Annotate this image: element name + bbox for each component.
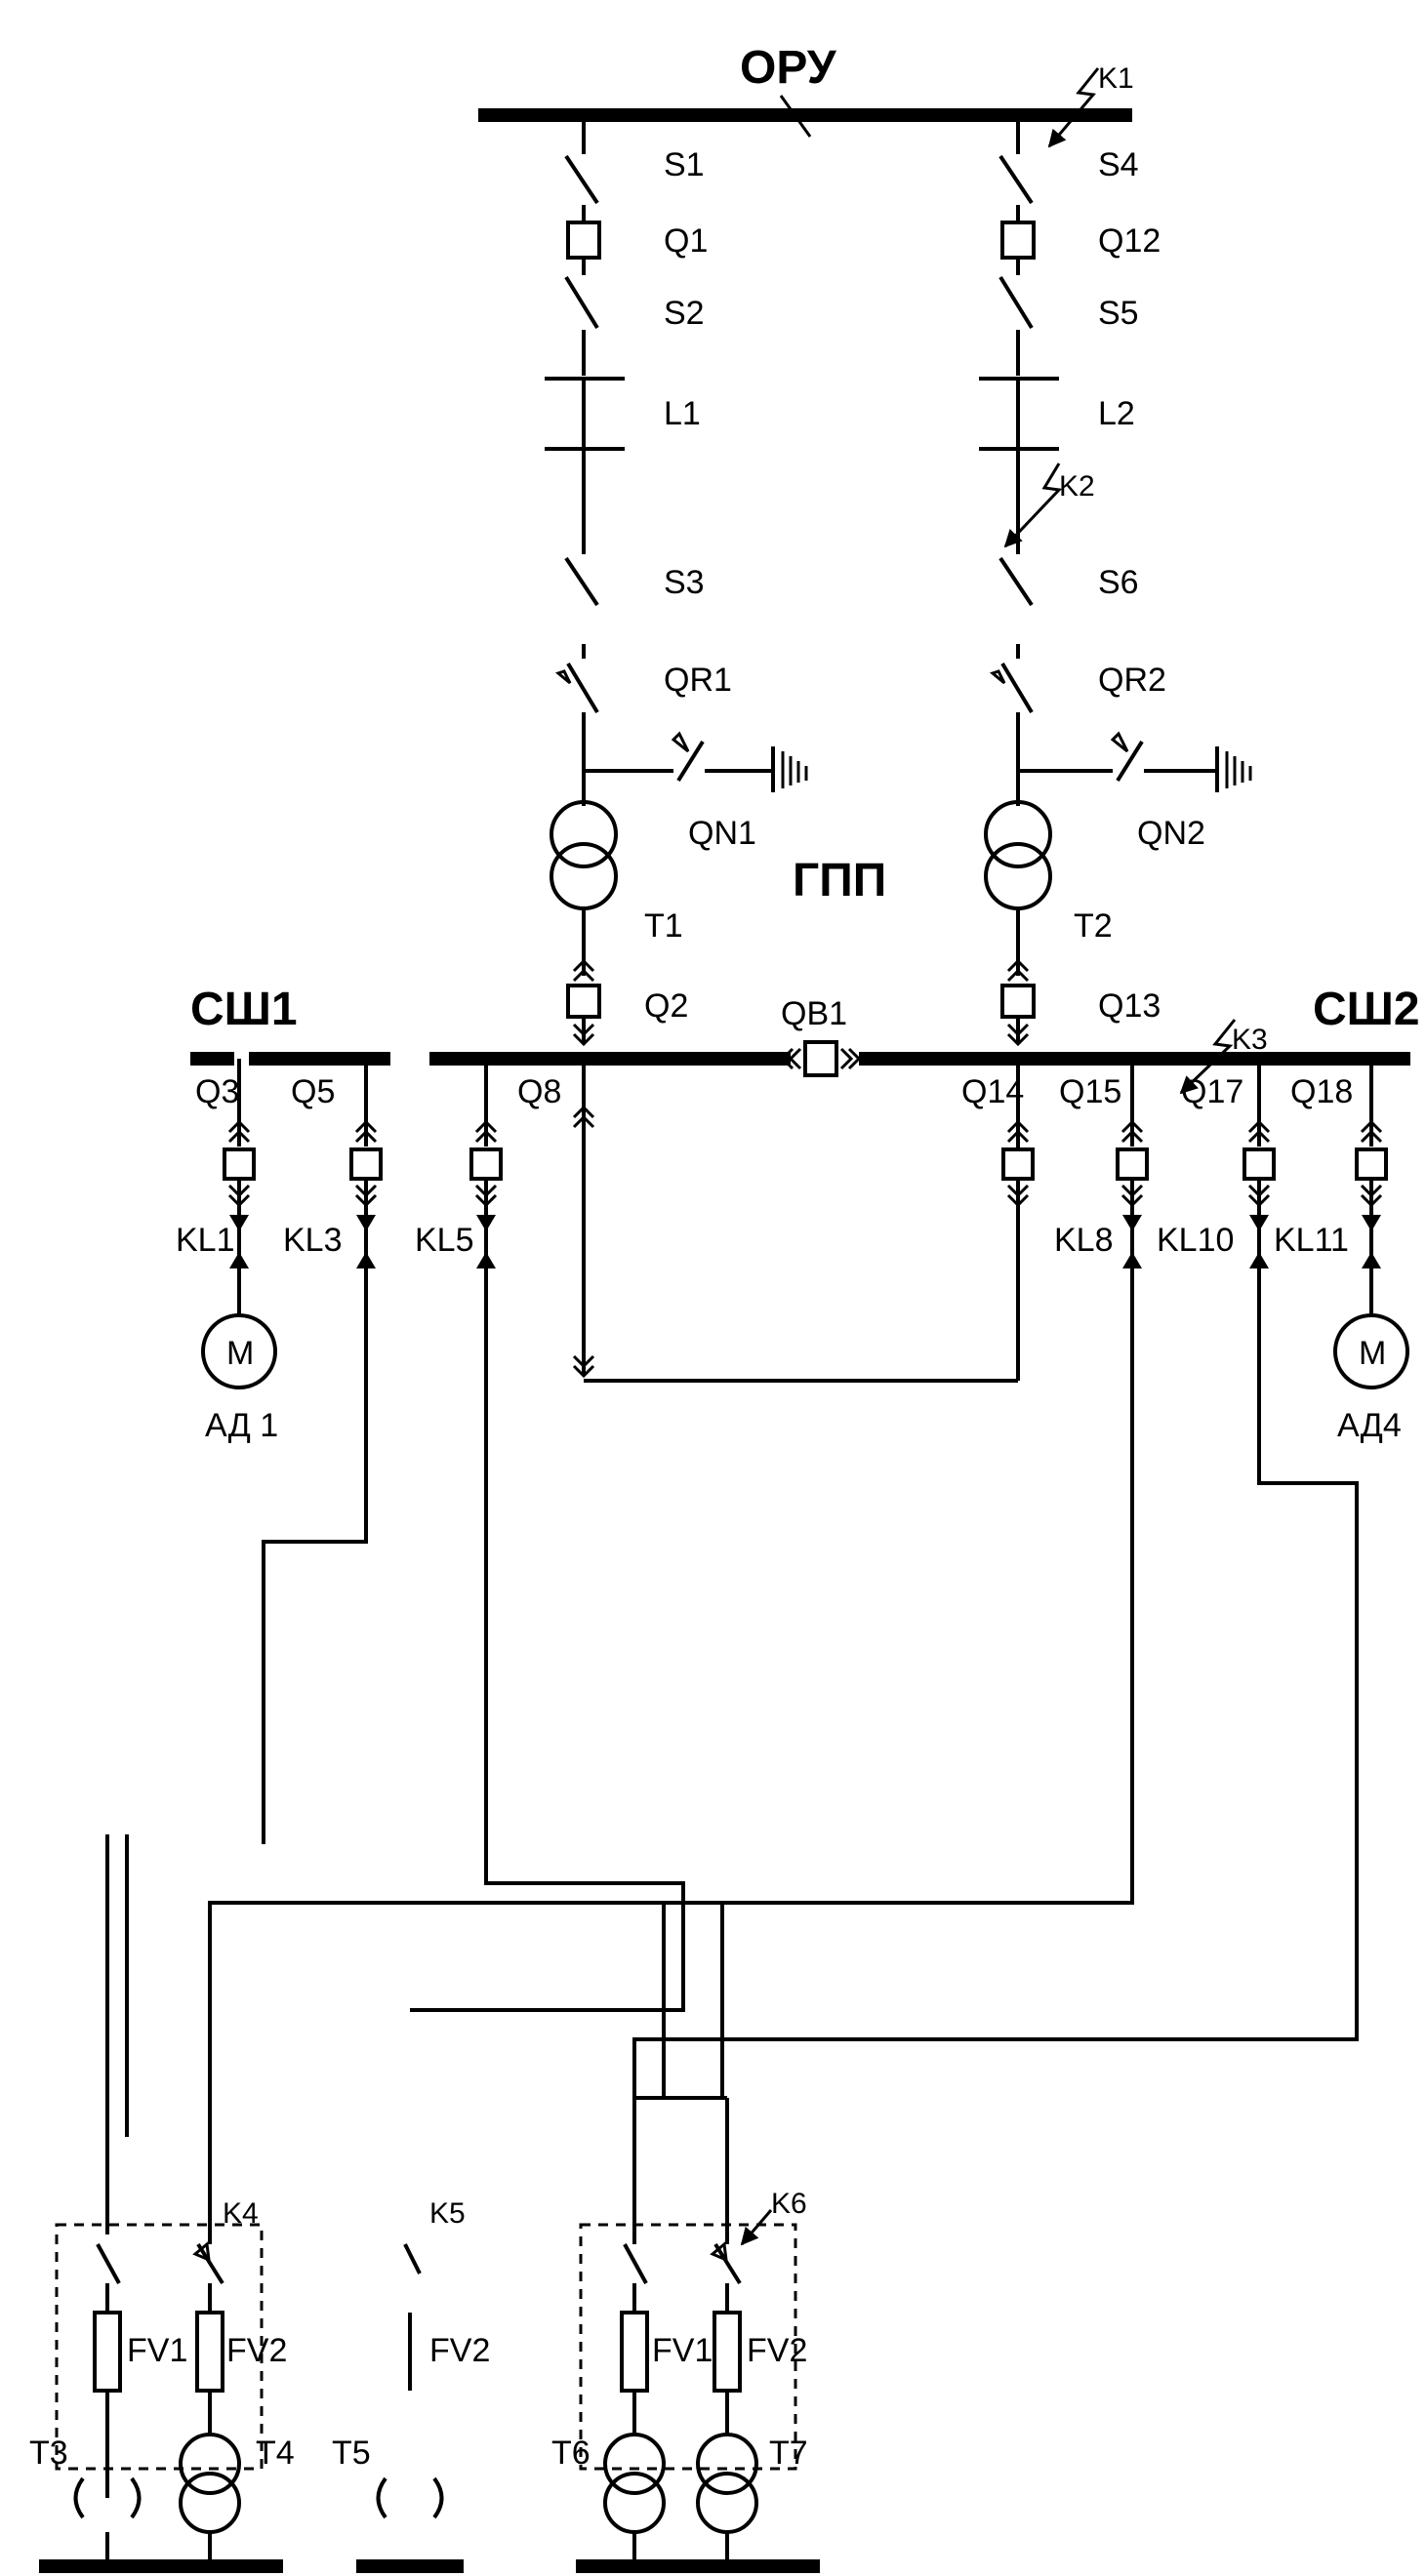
fv1-left-label: FV1	[127, 2332, 187, 2369]
sh1-label: СШ1	[190, 984, 298, 1035]
fault-k4-label: K4	[223, 2197, 259, 2230]
s6-label: S6	[1098, 564, 1139, 601]
feeder-q8	[410, 1059, 685, 2012]
oru-label: ОРУ	[740, 42, 837, 94]
feeder-q3	[201, 1059, 277, 1389]
left-supply-line	[545, 115, 808, 1046]
q17-label: Q17	[1181, 1073, 1243, 1110]
t4-label: T4	[256, 2435, 295, 2472]
m1-symbol: M	[226, 1335, 254, 1372]
kl11-label: KL11	[1274, 1222, 1349, 1259]
l1-label: L1	[664, 395, 701, 432]
switchgear-box-1	[55, 2223, 264, 2471]
fault-k6-marker	[740, 2209, 773, 2246]
kl3-label: KL3	[283, 1222, 343, 1259]
gpp-label: ГПП	[793, 855, 886, 906]
kl10-label: KL10	[1157, 1222, 1234, 1259]
fuse-cell-fv1-right	[603, 2176, 666, 2561]
fault-k5-label: K5	[429, 2197, 466, 2230]
fv2-right-label: FV2	[747, 2332, 807, 2369]
fault-k1-label: K1	[1098, 62, 1134, 95]
oru-bus-tick	[779, 95, 812, 138]
sh2-label: СШ2	[1313, 984, 1420, 1035]
q1-label: Q1	[664, 222, 708, 260]
fault-k3-label: K3	[1232, 1024, 1268, 1056]
t1-label: T1	[644, 907, 683, 945]
t7-label: T7	[769, 2435, 808, 2472]
kl1-label: KL1	[176, 1222, 235, 1259]
fault-k2-label: K2	[1059, 470, 1095, 503]
s2-label: S2	[664, 295, 705, 332]
m4-label: АД4	[1337, 1407, 1402, 1444]
t5-label: T5	[332, 2435, 371, 2472]
fault-k2-marker	[1003, 463, 1063, 548]
kl5-label: KL5	[415, 1222, 474, 1259]
qb1-label: QB1	[781, 995, 847, 1032]
fault-k6-label: K6	[771, 2188, 807, 2220]
feeder-q17	[632, 1059, 1359, 2176]
bus-loop-link	[572, 1066, 1020, 1383]
fuse-cell-fv1-left	[73, 1834, 142, 2561]
l2-label: L2	[1098, 395, 1135, 432]
feeder-q15	[208, 1059, 1149, 2176]
q8-label: Q8	[517, 1073, 561, 1110]
fuse-cell-fv2-left	[179, 2176, 241, 2561]
fv2-middle-label: FV2	[429, 2332, 490, 2369]
q12-label: Q12	[1098, 222, 1161, 260]
right-supply-line	[979, 115, 1252, 1046]
q18-label: Q18	[1290, 1073, 1353, 1110]
q14-label: Q14	[961, 1073, 1024, 1110]
q15-label: Q15	[1059, 1073, 1121, 1110]
cable-routes	[125, 1834, 724, 2137]
feeder-q5	[262, 1059, 383, 1844]
fault-k1-marker	[1047, 67, 1100, 148]
feeder-q18	[1333, 1059, 1409, 1389]
feeder-q14	[1001, 1120, 1035, 1207]
fuse-cell-fv2-middle	[376, 2243, 444, 2519]
q13-label: Q13	[1098, 987, 1161, 1025]
t3-label: T3	[29, 2435, 68, 2472]
fuse-cell-fv2-right	[634, 2096, 758, 2561]
fv2-left-label: FV2	[226, 2332, 287, 2369]
m1-label: АД 1	[205, 1407, 278, 1444]
kl8-label: KL8	[1054, 1222, 1114, 1259]
s4-label: S4	[1098, 146, 1139, 183]
fv1-right-label: FV1	[652, 2332, 713, 2369]
switchgear-box-2	[579, 2223, 797, 2471]
fault-k3-marker	[1179, 1019, 1237, 1095]
qr1-label: QR1	[664, 662, 732, 699]
s1-label: S1	[664, 146, 705, 183]
m4-symbol: M	[1359, 1335, 1386, 1372]
s5-label: S5	[1098, 295, 1139, 332]
qn1-label: QN1	[688, 815, 756, 852]
sectional-breaker-qb1	[780, 1040, 862, 1077]
t2-label: T2	[1074, 907, 1113, 945]
qr2-label: QR2	[1098, 662, 1166, 699]
q2-label: Q2	[644, 987, 688, 1025]
qn2-label: QN2	[1137, 815, 1205, 852]
q5-label: Q5	[291, 1073, 335, 1110]
t6-label: T6	[551, 2435, 591, 2472]
q3-label: Q3	[195, 1073, 239, 1110]
s3-label: S3	[664, 564, 705, 601]
